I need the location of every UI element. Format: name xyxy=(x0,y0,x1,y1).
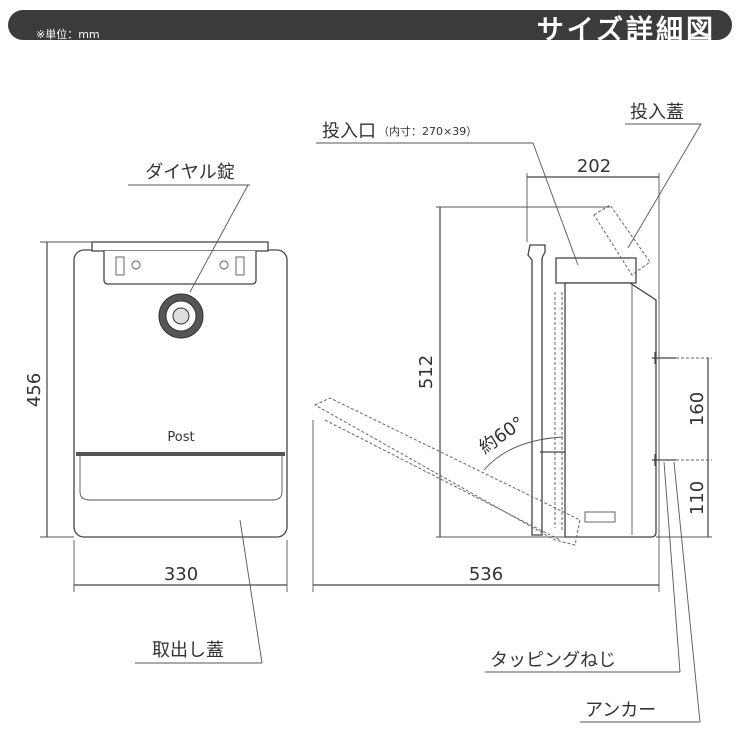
mailbox-body-side xyxy=(564,282,657,538)
front-view: Post 456 330 ダイヤル錠 取出し蓋 xyxy=(24,162,288,664)
dim-depth-top: 202 xyxy=(577,156,611,177)
leader-line xyxy=(189,184,249,293)
inner-hidden-line xyxy=(554,292,563,530)
slot-cap xyxy=(555,257,637,284)
hinge xyxy=(115,256,125,276)
callout-lock: ダイヤル錠 xyxy=(145,162,234,183)
leader-line xyxy=(532,142,579,266)
angle-label: 約60° xyxy=(475,413,528,459)
callout-screw: タッピングねじ xyxy=(490,650,616,671)
side-view: 約60° 512 202 536 160 110 投入口 （内寸：270×39）… xyxy=(312,102,712,723)
hinge-plate xyxy=(103,251,257,285)
mailbox-body-front xyxy=(73,249,288,538)
screw-icon xyxy=(652,454,676,466)
unit-note: ※単位：mm xyxy=(36,28,100,41)
header-bar: ※単位：mm サイズ詳細図 xyxy=(8,10,732,46)
takeout-lid xyxy=(79,456,283,501)
callout-slot-lid: 投入蓋 xyxy=(630,102,684,123)
angle-arc xyxy=(483,436,564,471)
open-takeout-lid xyxy=(313,397,581,546)
dim-screw-spacing: 160 xyxy=(687,392,708,426)
screw-hole xyxy=(219,260,229,270)
leader-line xyxy=(627,123,702,249)
callout-slot: 投入口 xyxy=(322,121,376,142)
callout-slot-inner: （内寸：270×39） xyxy=(378,124,477,138)
open-takeout-lid-inner xyxy=(324,419,561,541)
leader-line xyxy=(673,461,701,723)
flap-band xyxy=(76,452,285,456)
dim-height-side: 512 xyxy=(416,355,437,389)
open-slot-lid xyxy=(593,204,651,276)
callout-anchor: アンカー xyxy=(585,700,656,721)
label-window xyxy=(584,511,616,523)
screw-hole xyxy=(131,260,141,270)
top-bracket xyxy=(91,241,269,252)
dim-depth-total: 536 xyxy=(469,564,503,585)
screw-icon xyxy=(652,352,676,364)
back-plate xyxy=(527,244,546,536)
dim-screw-bottom: 110 xyxy=(687,481,708,515)
leader-line xyxy=(239,519,263,664)
dim-width-front: 330 xyxy=(164,564,198,585)
page-title: サイズ詳細図 xyxy=(536,15,716,46)
callout-takeout-lid: 取出し蓋 xyxy=(152,640,224,661)
dial-lock-icon xyxy=(158,293,204,339)
post-label: Post xyxy=(167,430,194,445)
leader-line xyxy=(663,461,681,673)
dim-height-front: 456 xyxy=(24,373,45,407)
hinge xyxy=(235,256,245,276)
